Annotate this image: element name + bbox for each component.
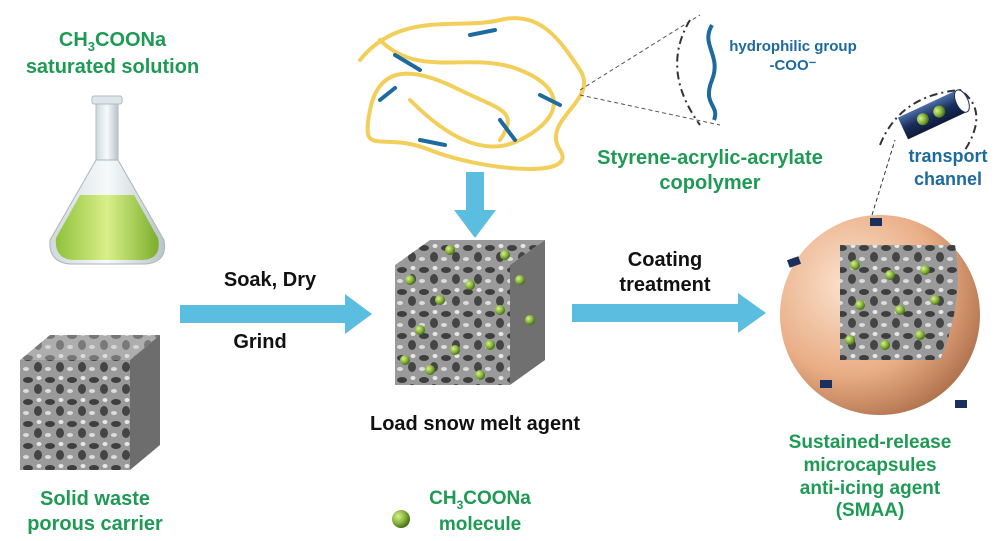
- step2-line1: Coating: [627, 249, 703, 271]
- product-line3: anti-icing agent: [799, 477, 941, 499]
- hydrophilic-label: hydrophilic group -COO⁻: [728, 38, 858, 76]
- formula-text: CH: [429, 488, 457, 509]
- hydrophilic-line1: hydrophilic group: [729, 38, 857, 55]
- carrier-label: Solid waste porous carrier: [5, 487, 185, 537]
- molecule-ball: [525, 315, 535, 325]
- zoom-arc: [676, 19, 701, 126]
- step2-line2: treatment: [619, 274, 711, 296]
- polymer-tangle-icon: [358, 16, 587, 171]
- transport-channel-icon: [897, 89, 970, 140]
- arrow-coating: [572, 293, 766, 333]
- step1-top-label: Soak, Dry: [223, 269, 317, 291]
- product-line1: Sustained-release: [788, 432, 952, 453]
- molecule-ball: [485, 340, 495, 350]
- loaded-cube: [395, 240, 545, 385]
- molecule-ball: [855, 300, 865, 310]
- molecule-ball: [450, 345, 460, 355]
- polymer-line1: Styrene-acrylic-acrylate: [597, 147, 823, 169]
- molecule-ball: [425, 365, 435, 375]
- arrow-soak-dry: [180, 294, 372, 334]
- porous-carrier-cube: [20, 335, 160, 470]
- molecule-ball: [500, 250, 510, 260]
- molecule-ball: [400, 355, 410, 365]
- zoom-line: [579, 94, 721, 126]
- molecule-ball: [915, 330, 925, 340]
- solution-caption: saturated solution: [25, 56, 200, 79]
- flask-icon: [49, 95, 166, 265]
- hydrophilic-line2: -COO⁻: [769, 56, 817, 74]
- molecule-ball: [465, 280, 475, 290]
- product-line2: microcapsules: [803, 454, 937, 476]
- molecule-ball: [415, 325, 425, 335]
- hydrophilic-chain-icon: [706, 23, 718, 121]
- molecule-ball: [495, 305, 505, 315]
- molecule-ball: [515, 275, 525, 285]
- molecule-ball: [435, 295, 445, 305]
- product-label: Sustained-release microcapsules anti-ici…: [755, 432, 985, 523]
- molecule-ball: [930, 295, 940, 305]
- molecule-ball: [850, 260, 860, 270]
- arrow-down-coating: [454, 172, 496, 238]
- molecule-ball: [445, 245, 455, 255]
- step1-bottom-label: Grind: [233, 331, 287, 353]
- molecule-ball: [405, 275, 415, 285]
- carrier-line2: porous carrier: [27, 513, 163, 535]
- formula-text: CH: [58, 29, 88, 51]
- polymer-label: Styrene-acrylic-acrylate copolymer: [590, 146, 830, 196]
- formula-subscript: 3: [456, 497, 464, 512]
- molecule-label: CH3COONa molecule: [415, 487, 545, 537]
- solution-label: CH3COONa saturated solution: [20, 28, 205, 80]
- molecule-ball: [895, 305, 905, 315]
- formula-text: COONa: [463, 488, 531, 509]
- molecule-ball: [885, 270, 895, 280]
- zoom-line: [579, 14, 701, 91]
- molecule-ball: [845, 335, 855, 345]
- channel-zoom-line: [871, 139, 896, 216]
- product-line4: (SMAA): [835, 500, 905, 522]
- carrier-line1: Solid waste: [39, 488, 151, 510]
- molecule-ball: [880, 340, 890, 350]
- polymer-line2: copolymer: [659, 172, 761, 194]
- microcapsule-sphere: [780, 215, 980, 415]
- loaded-caption: Load snow melt agent: [369, 413, 581, 435]
- molecule-ball: [475, 370, 485, 380]
- channel-line2: channel: [913, 168, 983, 189]
- channel-line1: transport: [908, 146, 988, 166]
- molecule-legend-icon: [392, 510, 410, 528]
- channel-label: transport channel: [898, 145, 998, 190]
- molecule-caption: molecule: [438, 513, 522, 535]
- step2-label: Coating treatment: [600, 248, 730, 298]
- formula-text: COONa: [95, 29, 167, 51]
- formula-subscript: 3: [87, 39, 95, 54]
- molecule-ball: [920, 265, 930, 275]
